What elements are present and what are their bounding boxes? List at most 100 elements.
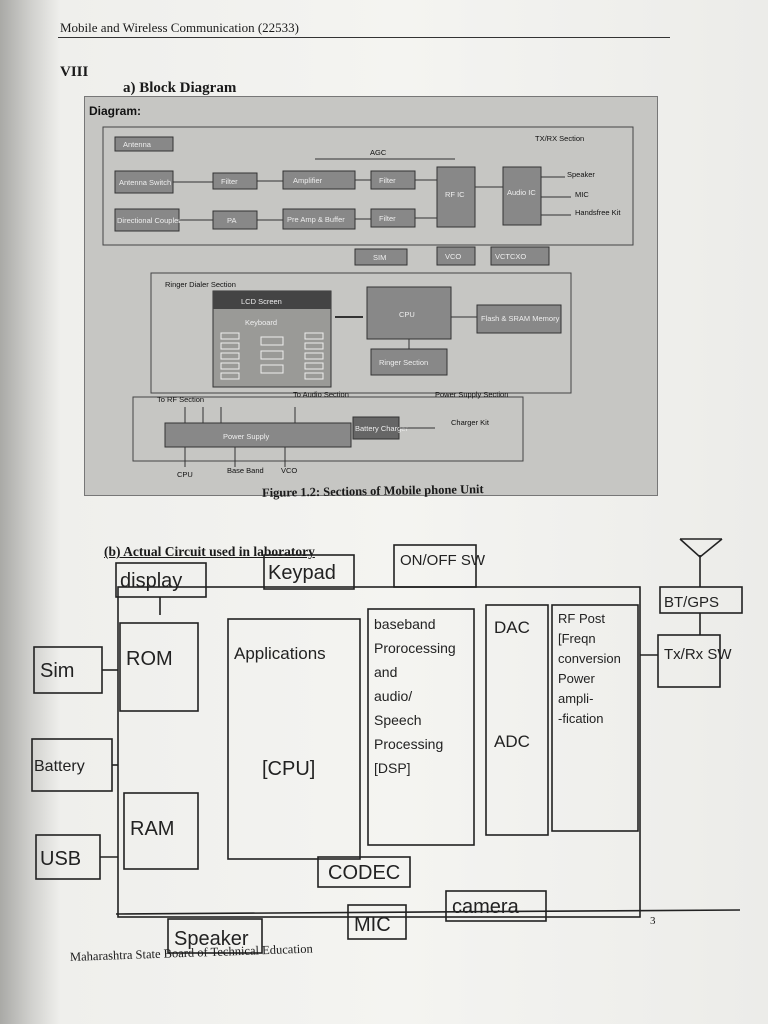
applications-box: [227, 618, 361, 860]
dac-adc-box: [485, 604, 549, 836]
camera-label: camera: [452, 896, 520, 918]
ringer-section-block: [370, 348, 448, 376]
svg-text:Amplifier: Amplifier: [293, 176, 323, 185]
rf-line-1: RF Post: [558, 611, 605, 626]
sim-block: [354, 248, 408, 266]
cpu-label: [CPU]: [262, 758, 315, 780]
rf-line-3: conversion: [558, 651, 621, 666]
power-supply-section: [132, 396, 524, 462]
rf-ic-block: [436, 166, 476, 228]
keypad-label: Keypad: [268, 562, 336, 584]
power-supply-block: [164, 422, 352, 448]
camera-box: [445, 890, 547, 922]
txrx-label: TX/RX Section: [535, 134, 584, 143]
mic-label: MIC: [575, 190, 589, 199]
svg-text:RF IC: RF IC: [445, 190, 465, 199]
btgps-label: BT/GPS: [664, 594, 719, 611]
btgps-box: [659, 586, 743, 614]
flash-block: [476, 304, 562, 334]
audio-ic-block: [502, 166, 542, 226]
svg-text:Flash & SRAM Memory: Flash & SRAM Memory: [481, 314, 560, 323]
svg-text:VCTCXO: VCTCXO: [495, 252, 526, 261]
ram-label: RAM: [130, 818, 174, 840]
keyboard-label: Keyboard: [245, 318, 277, 327]
figure-caption: Figure 1.2: Sections of Mobile phone Uni…: [261, 482, 484, 500]
svg-text:Battery Charger: Battery Charger: [355, 424, 408, 433]
page-header: Mobile and Wireless Communication (22533…: [60, 20, 299, 35]
page-number: 3: [650, 915, 656, 927]
agc-label: AGC: [370, 148, 387, 157]
display-box: [115, 562, 207, 598]
dac-label: DAC: [494, 618, 530, 637]
diagram-heading: Diagram:: [89, 104, 141, 118]
display-label: display: [120, 570, 182, 592]
rf-line-6: -fication: [558, 711, 604, 726]
ram-box: [123, 792, 199, 870]
baseband-line-4: audio/: [374, 688, 412, 704]
out-base-label: Base Band: [227, 466, 264, 475]
charger-kit-label: Charger Kit: [451, 418, 490, 427]
svg-text:Filter: Filter: [221, 177, 238, 186]
speaker-box: [167, 918, 263, 954]
svg-text:Ringer Section: Ringer Section: [379, 358, 428, 367]
onoff-label: ON/OFF SW: [400, 552, 486, 569]
rom-label: ROM: [126, 648, 173, 670]
usb-label: USB: [40, 848, 81, 870]
rf-line-2: [Freqn: [558, 631, 596, 646]
svg-text:VCO: VCO: [445, 252, 461, 261]
rf-post-box: [551, 604, 639, 832]
ringer-dialer-section: [150, 272, 572, 394]
rom-box: [119, 622, 199, 712]
codec-label: CODEC: [328, 862, 400, 884]
svg-text:Filter: Filter: [379, 214, 396, 223]
baseband-line-1: baseband: [374, 616, 436, 632]
sim-label: Sim: [40, 660, 74, 682]
battery-label: Battery: [34, 758, 85, 775]
svg-text:Filter: Filter: [379, 176, 396, 185]
txrx-label: Tx/Rx SW: [664, 646, 732, 663]
speaker-label: Speaker: [567, 170, 595, 179]
subtitle-a: a) Block Diagram: [123, 80, 237, 96]
out-cpu-label: CPU: [177, 470, 193, 479]
speaker-label: Speaker: [174, 928, 249, 950]
svg-text:Antenna Switch: Antenna Switch: [119, 178, 171, 187]
svg-text:Power Supply: Power Supply: [223, 432, 270, 441]
mic-box: [347, 904, 407, 940]
baseband-line-2: Prorocessing: [374, 640, 456, 656]
handsfree-label: Handsfree Kit: [575, 208, 621, 217]
adc-label: ADC: [494, 732, 530, 751]
rf-line-5: ampli-: [558, 691, 593, 706]
svg-text:Pre Amp & Buffer: Pre Amp & Buffer: [287, 215, 345, 224]
main-board-box: [117, 586, 641, 918]
power-supply-section-label: Power Supply Section: [435, 390, 508, 399]
txrx-section: [102, 126, 634, 246]
svg-text:LCD Screen: LCD Screen: [241, 297, 282, 306]
handwritten-circuit: display Keypad ON/OFF SW BT/GPS Tx/Rx SW…: [31, 538, 743, 954]
vco-block: [436, 246, 476, 266]
block-diagram-figure: Diagram: TX/RX Section AGC Antenna Anten…: [84, 96, 658, 496]
svg-text:PA: PA: [227, 216, 236, 225]
subtitle-b: (b) Actual Circuit used in laboratory: [104, 544, 315, 559]
header-rule: [58, 37, 670, 38]
baseband-line-3: and: [374, 664, 397, 680]
txrx-box: [657, 634, 721, 688]
baseband-line-6: Processing: [374, 736, 443, 752]
svg-text:CPU: CPU: [399, 310, 415, 319]
section-number: VIII: [60, 64, 89, 80]
svg-text:SIM: SIM: [373, 253, 386, 262]
baseband-line-7: [DSP]: [374, 760, 411, 776]
lcd-screen-block: [213, 291, 331, 309]
vctcxo-block: [490, 246, 550, 266]
antenna-block: [114, 136, 174, 152]
svg-text:Antenna: Antenna: [123, 140, 152, 149]
svg-text:Audio IC: Audio IC: [507, 188, 536, 197]
to-audio-label: To Audio Section: [293, 390, 349, 399]
out-vco-label: VCO: [281, 466, 297, 475]
ringer-dialer-label: Ringer Dialer Section: [165, 280, 236, 289]
keypad-box: [263, 554, 355, 590]
to-rf-label: To RF Section: [157, 395, 204, 404]
applications-label: Applications: [234, 644, 326, 663]
mic-label: MIC: [354, 914, 391, 936]
codec-box: [317, 856, 411, 888]
